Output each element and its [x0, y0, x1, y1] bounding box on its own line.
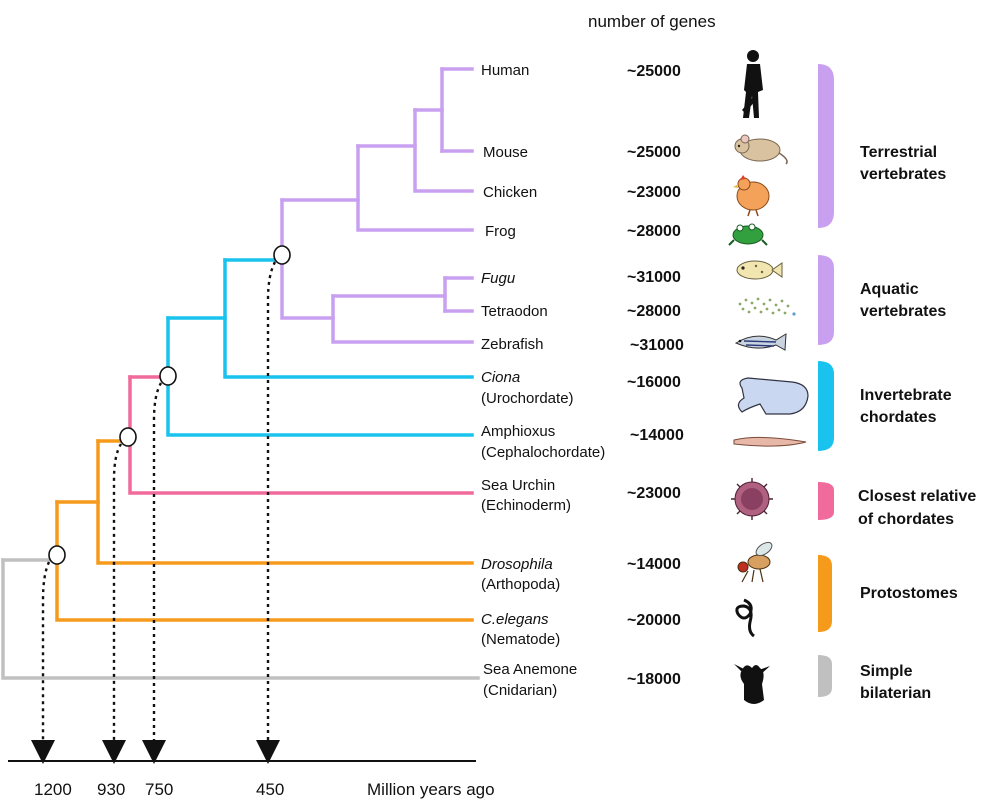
- taxon-sub: (Nematode): [481, 631, 560, 648]
- group-brackets: [818, 64, 834, 697]
- taxon-name: Drosophila: [481, 556, 553, 573]
- group-label-line2: bilaterian: [860, 685, 931, 702]
- node-750: [159, 366, 177, 386]
- taxon-name: Fugu: [481, 270, 516, 287]
- group-label-line2: vertebrates: [860, 166, 946, 183]
- taxon-name: C.elegans: [481, 611, 549, 628]
- taxon-sub: (Echinoderm): [481, 497, 571, 514]
- group-labels: Terrestrial vertebrates Aquatic vertebra…: [858, 144, 976, 702]
- bracket-echinoderm: [818, 482, 834, 520]
- gene-count: ~18000: [627, 671, 681, 688]
- taxon-name: Amphioxus: [481, 423, 555, 440]
- human-silhouette-icon: [742, 50, 763, 118]
- gene-counts: ~25000 ~25000 ~23000 ~28000 ~31000 ~2800…: [627, 63, 684, 688]
- taxon-sub: (Cephalochordate): [481, 444, 605, 461]
- gene-count: ~25000: [627, 144, 681, 161]
- bracket-terrestrial: [818, 64, 834, 228]
- arrow-930: [102, 443, 126, 764]
- chicken-icon: [733, 175, 770, 217]
- fly-icon: [737, 541, 773, 583]
- branch-cnidarian: [1, 558, 480, 680]
- taxon-name: Human: [481, 62, 529, 79]
- tetraodon-icon: [738, 297, 796, 316]
- organism-icons: [728, 50, 809, 704]
- node-450: [273, 245, 291, 265]
- sea-anemone-icon: [734, 664, 770, 704]
- branch-vertebrates: [280, 67, 474, 344]
- sea-urchin-icon: [731, 478, 773, 520]
- divergence-nodes: [48, 245, 291, 565]
- taxon-name: Mouse: [483, 144, 528, 161]
- time-arrows: [31, 261, 280, 764]
- gene-count: ~31000: [627, 269, 681, 286]
- gene-count: ~20000: [627, 612, 681, 629]
- group-label-line1: Aquatic: [860, 281, 919, 298]
- amphioxus-icon: [733, 436, 807, 447]
- timeline-unit: Million years ago: [367, 780, 495, 799]
- arrow-1200: [31, 561, 55, 764]
- node-1200: [48, 545, 66, 565]
- group-label-line2: of chordates: [858, 511, 954, 528]
- worm-icon: [735, 598, 755, 638]
- bracket-simple: [818, 655, 832, 697]
- taxon-sub: (Cnidarian): [483, 682, 557, 699]
- ciona-icon: [737, 377, 809, 415]
- gene-count: ~23000: [627, 485, 681, 502]
- gene-count: ~25000: [627, 63, 681, 80]
- taxon-name: Ciona: [481, 369, 520, 386]
- bracket-aquatic: [818, 255, 834, 345]
- pufferfish-icon: [736, 260, 783, 280]
- gene-count: ~14000: [627, 556, 681, 573]
- group-label-line1: Invertebrate: [860, 387, 952, 404]
- group-label-line1: Simple: [860, 663, 913, 680]
- tick-1200: 1200: [34, 780, 72, 799]
- group-label-line2: chordates: [860, 409, 937, 426]
- group-label-line1: Terrestrial: [860, 144, 937, 161]
- gene-count: ~28000: [627, 303, 681, 320]
- node-930: [119, 427, 137, 447]
- taxon-name: Chicken: [483, 184, 537, 201]
- taxon-labels: Human Mouse Chicken Frog Fugu Tetraodon …: [481, 62, 605, 699]
- taxon-name: Sea Anemone: [483, 661, 577, 678]
- taxon-name: Sea Urchin: [481, 477, 555, 494]
- gene-count: ~16000: [627, 374, 681, 391]
- gene-count: ~31000: [630, 337, 684, 354]
- branch-invertebrate-chordates: [166, 258, 474, 437]
- bracket-invertebrate: [818, 361, 834, 451]
- tick-450: 450: [256, 780, 284, 799]
- group-label-line2: vertebrates: [860, 303, 946, 320]
- taxon-name: Zebrafish: [481, 336, 544, 353]
- tick-930: 930: [97, 780, 125, 799]
- tree-branches: [1, 67, 480, 680]
- gene-count: ~28000: [627, 223, 681, 240]
- mouse-icon: [734, 134, 788, 165]
- zebrafish-icon: [734, 333, 787, 351]
- group-label-line1: Protostomes: [860, 585, 958, 602]
- genes-column-title: number of genes: [588, 12, 716, 31]
- bracket-protostomes: [818, 555, 832, 632]
- gene-count: ~14000: [630, 427, 684, 444]
- taxon-sub: (Urochordate): [481, 390, 574, 407]
- frog-icon: [728, 223, 768, 246]
- taxon-sub: (Arthopoda): [481, 576, 560, 593]
- gene-count: ~23000: [627, 184, 681, 201]
- group-label-line1: Closest relative: [858, 488, 976, 505]
- tick-750: 750: [145, 780, 173, 799]
- branch-protostomes: [55, 439, 474, 622]
- taxon-name: Frog: [485, 223, 516, 240]
- arrow-750: [142, 382, 166, 764]
- taxon-name: Tetraodon: [481, 303, 548, 320]
